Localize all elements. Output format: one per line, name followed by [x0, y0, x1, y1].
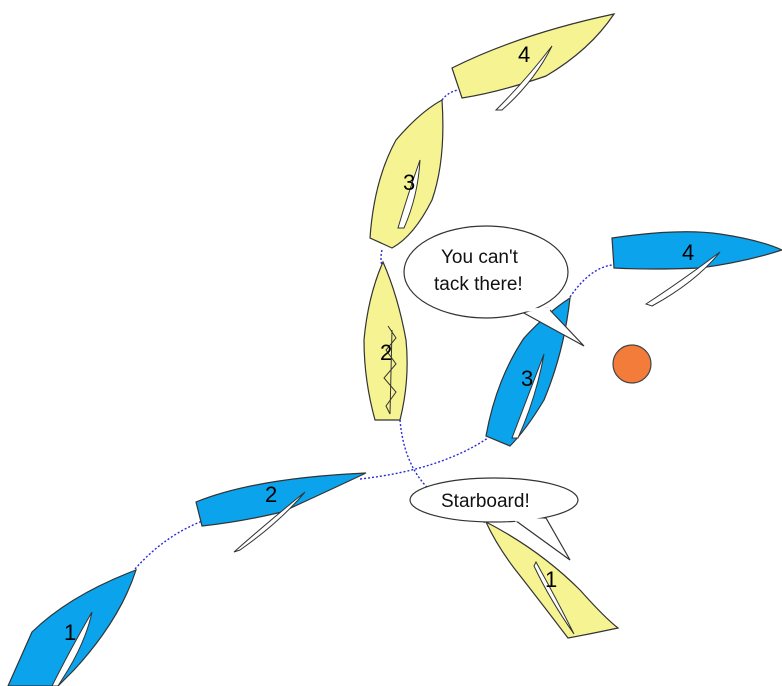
yellow-boat-1: 1	[484, 520, 620, 639]
blue-boat-2: 2	[195, 472, 367, 553]
blue-boat-4-hull	[611, 231, 782, 270]
yellow-boat-4: 4	[451, 13, 616, 111]
yellow-boat-3-hull	[369, 99, 444, 249]
yellow-boat-3-label: 3	[403, 170, 415, 195]
blue-boat-2-hull	[195, 472, 367, 527]
blue-boat-2-sail	[233, 491, 306, 553]
yellow-boat-track	[380, 89, 491, 526]
speech-yellow-line-1: Starboard!	[441, 491, 530, 512]
yellow-boat-2-hull	[363, 260, 408, 421]
blue-boat-1-label: 1	[64, 620, 76, 645]
speech-bubble-yellow: Starboard!	[409, 477, 579, 561]
yellow-boat-1-hull	[484, 520, 620, 639]
blue-boat-track	[134, 264, 613, 570]
yellow-boat-2-label: 2	[380, 340, 392, 365]
blue-boat-3-sail	[511, 353, 545, 439]
blue-boat-4-sail	[644, 251, 721, 307]
blue-boat-3-label: 3	[521, 366, 533, 391]
speech-bubble-blue: You can't tack there!	[403, 225, 585, 347]
yellow-boat-1-label: 1	[545, 567, 557, 592]
blue-boat-1: 1	[7, 568, 137, 686]
speech-blue-line-1: You can't	[441, 247, 519, 268]
yellow-boat-4-hull	[451, 13, 616, 99]
yellow-boat-4-sail	[494, 45, 553, 111]
blue-boat-1-sail	[51, 611, 93, 686]
blue-boat-3: 3	[485, 296, 571, 447]
speech-blue-line-2: tack there!	[434, 274, 523, 295]
yellow-boat-2: 2	[363, 260, 408, 421]
blue-boat-4-label: 4	[682, 240, 694, 265]
yellow-boat-2-sail-luffing	[383, 325, 397, 415]
yellow-boat-4-label: 4	[518, 42, 530, 67]
yellow-boat-3: 3	[369, 99, 444, 249]
yellow-boat-3-sail	[397, 159, 421, 229]
blue-boat-3-hull	[485, 296, 571, 447]
blue-boat-2-label: 2	[265, 482, 277, 507]
blue-boat-4: 4	[611, 231, 782, 307]
orange-mark	[612, 344, 652, 384]
yellow-boat-1-sail	[533, 560, 575, 635]
blue-boat-1-hull	[7, 568, 137, 686]
